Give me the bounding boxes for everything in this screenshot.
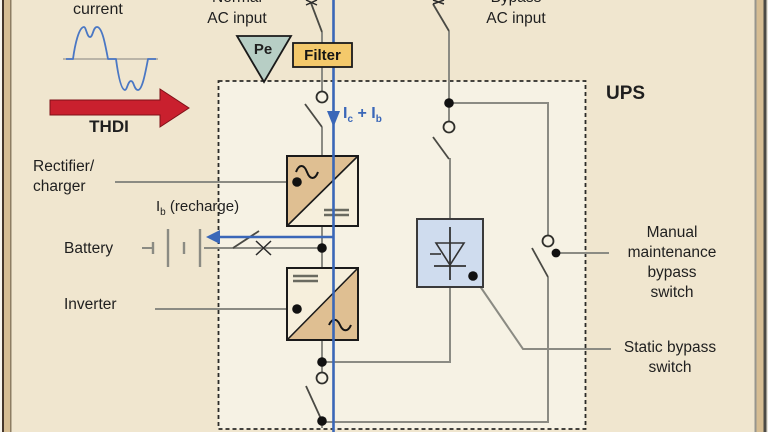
inverter-label: Inverter xyxy=(64,296,117,313)
open-switch-icon xyxy=(315,90,555,385)
output-switch-blade xyxy=(305,385,323,422)
rectifier-charger-label: Rectifier/ charger xyxy=(33,158,95,195)
normal-input-switch-blade xyxy=(310,2,323,33)
ups-dashed-boundary xyxy=(217,80,587,430)
line-current-formula: Ic + Ib xyxy=(343,105,382,126)
normal-ac-input-label: Normal AC input xyxy=(207,0,267,27)
junction-dots xyxy=(292,98,561,426)
filter-label: Filter xyxy=(304,47,341,64)
maintenance-switch-blade xyxy=(531,247,549,278)
battery-label: Battery xyxy=(64,240,114,257)
distorted-current-waveform-icon xyxy=(63,26,158,91)
rectifier-ac-dc-block-icon xyxy=(286,155,359,227)
filter-box xyxy=(292,42,353,68)
battery-cells-icon xyxy=(151,229,202,267)
thdi-label: THDI xyxy=(89,117,129,136)
blue-current-path xyxy=(206,0,340,432)
static-bypass-switch-label: Static bypass switch xyxy=(623,339,717,376)
pe-label: Pe xyxy=(253,41,273,58)
earth-pe-triangle-icon xyxy=(235,35,293,84)
rectifier-input-switch-blade xyxy=(304,103,323,128)
switch-blades xyxy=(232,2,549,422)
bypass-ac-input-label: Bypass AC input xyxy=(486,0,546,27)
recharge-current-label: Ib (recharge) xyxy=(156,198,240,218)
battery-switch-blade xyxy=(232,230,260,249)
circuit-conductors xyxy=(115,31,611,428)
thdi-red-arrow-icon xyxy=(49,88,190,128)
ups-enclosure-background xyxy=(218,81,586,429)
recharge-arrowhead-icon xyxy=(206,230,220,244)
inverter-dc-ac-block-icon xyxy=(286,267,359,341)
current-label: current xyxy=(73,1,123,18)
breaker-x-icon xyxy=(255,0,445,256)
bypass-input-switch-blade xyxy=(432,3,450,32)
static-input-switch-blade xyxy=(432,136,450,160)
ups-label: UPS xyxy=(606,83,646,104)
manual-maintenance-bypass-switch-label: Manual maintenance bypass switch xyxy=(627,224,717,301)
